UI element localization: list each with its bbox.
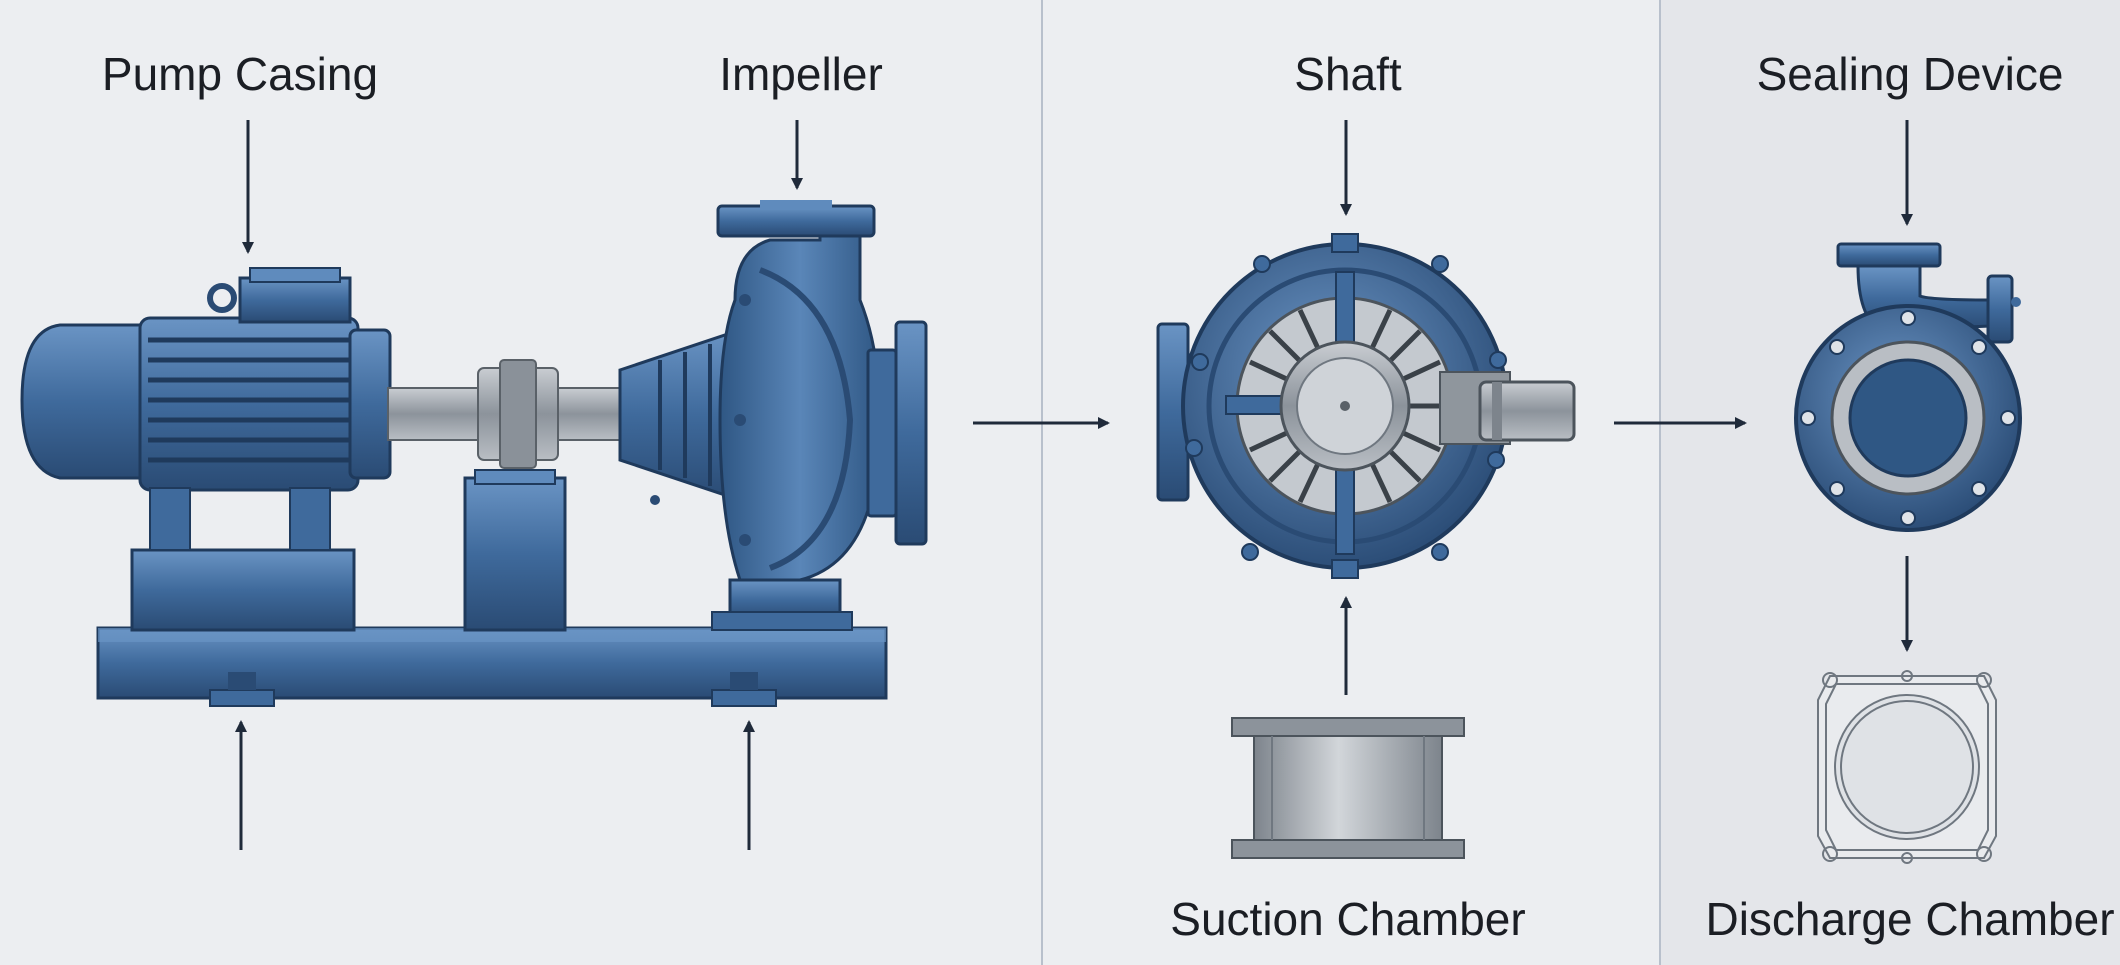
motor-pedestal bbox=[130, 548, 356, 632]
label-pump-casing: Pump Casing bbox=[102, 48, 378, 100]
coupling-illustration bbox=[387, 359, 627, 469]
label-impeller: Impeller bbox=[719, 48, 883, 100]
motor-illustration bbox=[20, 267, 392, 551]
baseplate bbox=[96, 626, 888, 707]
impeller-illustration bbox=[1156, 233, 1509, 579]
pump-assembly bbox=[20, 120, 928, 850]
label-shaft: Shaft bbox=[1294, 48, 1402, 100]
label-discharge-chamber: Discharge Chamber bbox=[1705, 893, 2114, 945]
label-suction-chamber: Suction Chamber bbox=[1170, 893, 1525, 945]
pump-casing-illustration bbox=[618, 200, 928, 631]
bearing-support bbox=[463, 476, 567, 632]
label-sealing-device: Sealing Device bbox=[1757, 48, 2064, 100]
sealing-device-illustration bbox=[1794, 242, 2022, 532]
discharge-chamber-illustration bbox=[1817, 670, 1997, 864]
suction-chamber-illustration bbox=[1231, 717, 1465, 859]
shaft-illustration bbox=[1439, 371, 1576, 445]
